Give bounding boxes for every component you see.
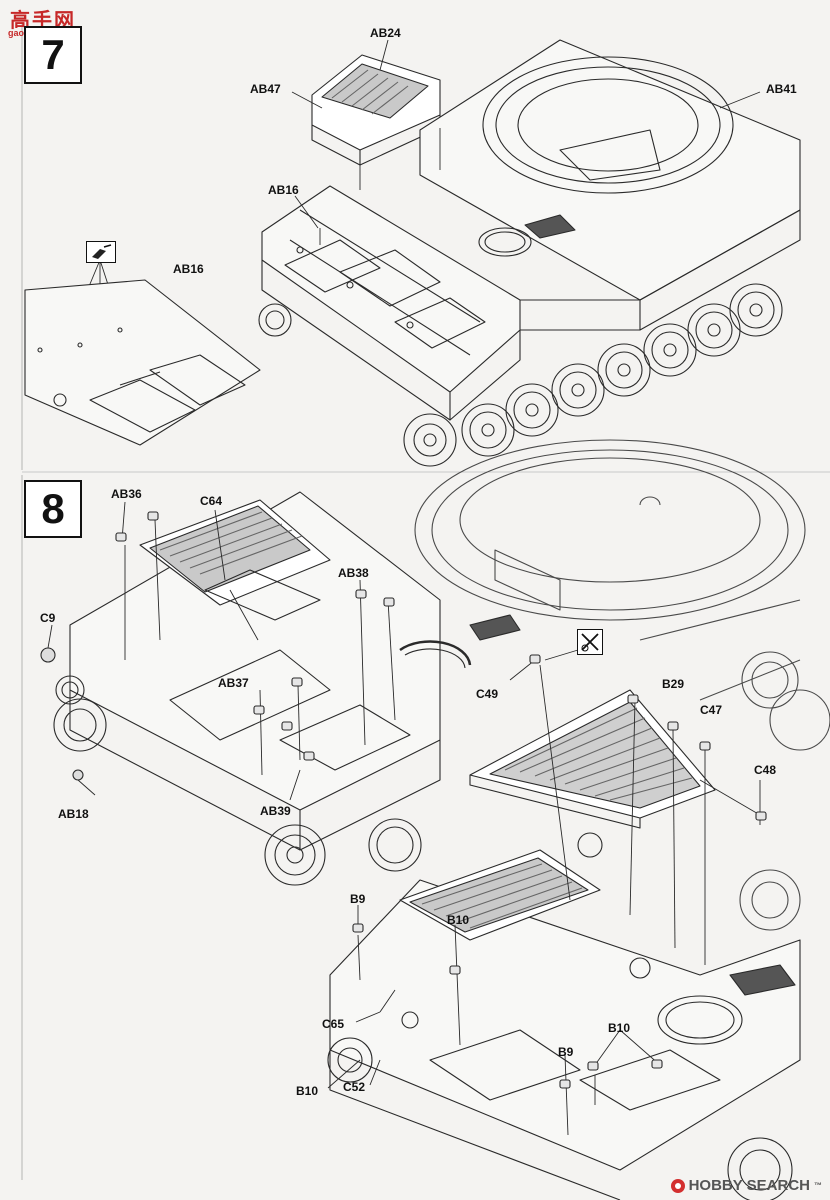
hobby-search-watermark: HOBBY SEARCH ™ bbox=[670, 1177, 822, 1194]
watermark-tm: ™ bbox=[814, 1181, 822, 1190]
step7-turret-deck bbox=[419, 39, 801, 331]
label-ab39: AB39 bbox=[260, 804, 291, 818]
step8-upper-hull bbox=[40, 491, 521, 886]
label-b29: B29 bbox=[662, 677, 685, 691]
label-b9-right: B9 bbox=[558, 1045, 574, 1059]
step8-engine-grille bbox=[469, 689, 716, 829]
step7-running-gear bbox=[258, 283, 783, 467]
label-c9: C9 bbox=[40, 611, 56, 625]
label-b10-top: B10 bbox=[447, 913, 470, 927]
label-c47: C47 bbox=[700, 703, 723, 717]
step8-lower-hull bbox=[327, 832, 801, 1200]
step-8-number: 8 bbox=[24, 480, 82, 538]
label-ab36: AB36 bbox=[111, 487, 142, 501]
label-b9-top: B9 bbox=[350, 892, 366, 906]
step8-small-parts bbox=[115, 511, 767, 1089]
step8-leader-lines bbox=[47, 501, 761, 1136]
hobby-search-logo-icon bbox=[670, 1178, 685, 1193]
label-ab24: AB24 bbox=[370, 26, 401, 40]
step8-turret-ring bbox=[414, 439, 830, 931]
cut-remove-icon bbox=[577, 629, 603, 655]
watermark-brand: HOBBY SEARCH bbox=[688, 1177, 810, 1194]
label-c52: C52 bbox=[343, 1080, 366, 1094]
label-ab37: AB37 bbox=[218, 676, 249, 690]
label-c64: C64 bbox=[200, 494, 223, 508]
label-c48: C48 bbox=[754, 763, 777, 777]
label-b10-right: B10 bbox=[608, 1021, 631, 1035]
label-ab16-main: AB16 bbox=[268, 183, 299, 197]
step-7-number: 7 bbox=[24, 26, 82, 84]
step7-detail-panel bbox=[24, 279, 261, 446]
label-c49: C49 bbox=[476, 687, 499, 701]
label-b10-left: B10 bbox=[296, 1084, 319, 1098]
label-c65: C65 bbox=[322, 1017, 345, 1031]
label-ab47: AB47 bbox=[250, 82, 281, 96]
step7-hull-deck bbox=[261, 185, 521, 421]
label-ab18: AB18 bbox=[58, 807, 89, 821]
label-ab16-detail: AB16 bbox=[173, 262, 204, 276]
label-ab41: AB41 bbox=[766, 82, 797, 96]
label-ab38: AB38 bbox=[338, 566, 369, 580]
step7-engine-grille bbox=[311, 54, 441, 166]
drill-hole-icon bbox=[86, 241, 116, 263]
